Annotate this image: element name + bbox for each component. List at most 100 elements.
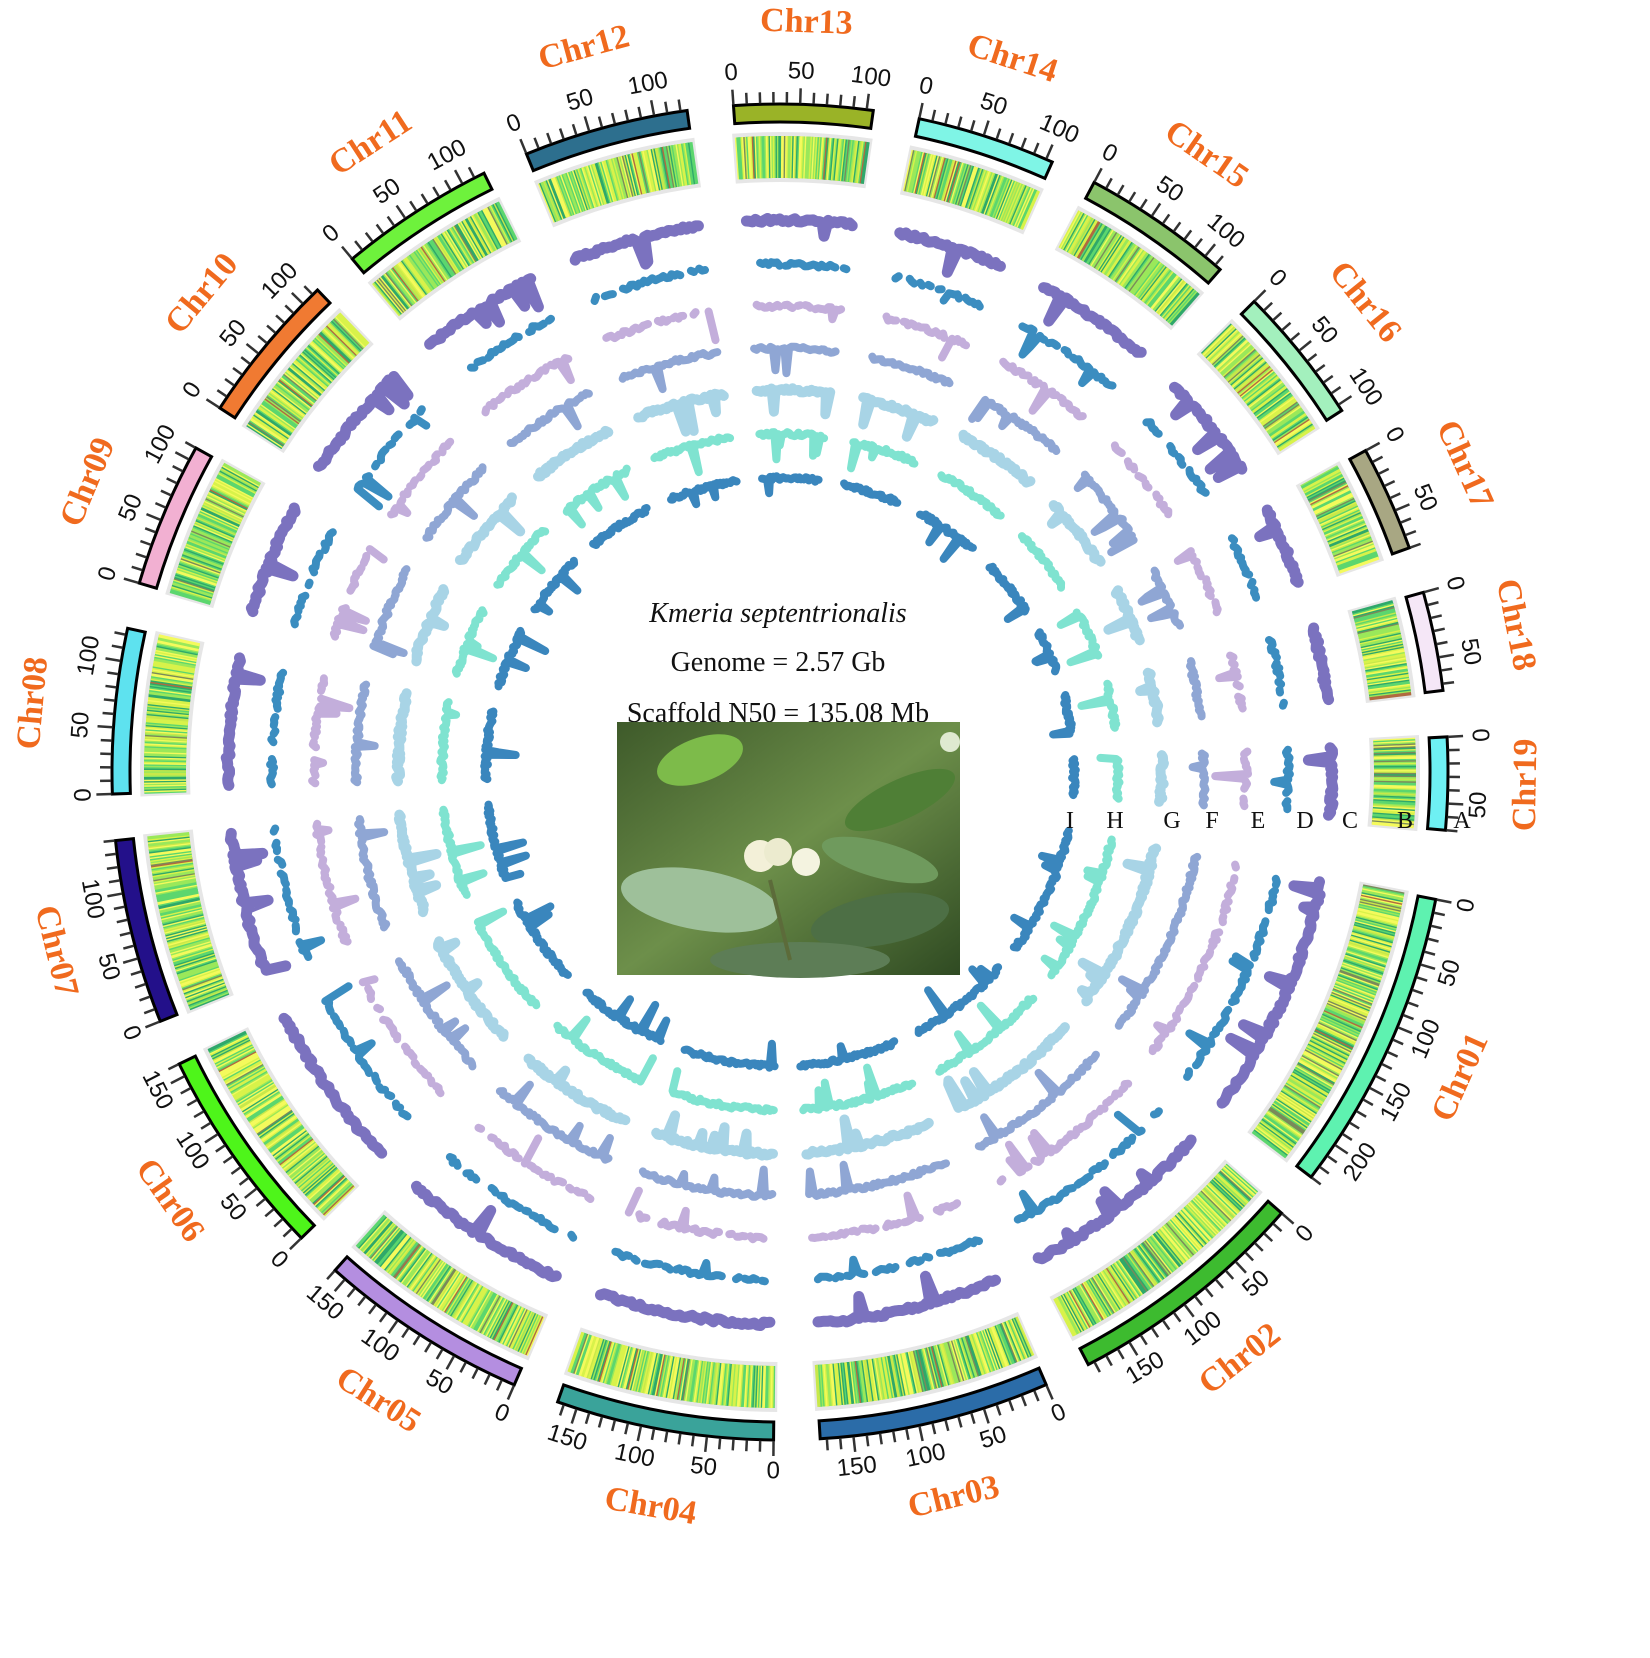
tick-mark bbox=[145, 512, 161, 521]
track-c-chr09 bbox=[245, 502, 301, 618]
tick-mark bbox=[1407, 1001, 1419, 1008]
track-h-chr19 bbox=[1096, 753, 1124, 803]
tick-label: 50 bbox=[368, 173, 405, 210]
chromosome-label: Chr18 bbox=[1489, 576, 1543, 674]
tick-mark bbox=[731, 1439, 735, 1451]
tick-mark bbox=[111, 644, 123, 649]
genome-size: Genome = 2.57 Gb bbox=[671, 647, 886, 678]
tick-mark bbox=[1448, 734, 1464, 739]
tick-mark bbox=[255, 1197, 266, 1207]
track-f-chr17 bbox=[1137, 566, 1184, 630]
tick-mark bbox=[222, 1155, 234, 1164]
tick-mark bbox=[1281, 1212, 1295, 1225]
track-e-chr12 bbox=[602, 307, 720, 345]
tick-label: 50 bbox=[113, 490, 148, 525]
track-i-chr02 bbox=[914, 963, 1003, 1037]
tick-mark bbox=[1424, 586, 1440, 594]
tick-mark bbox=[957, 116, 963, 128]
tick-label: 0 bbox=[317, 219, 345, 248]
tick-mark bbox=[135, 552, 147, 559]
tick-mark bbox=[1045, 1385, 1054, 1400]
tick-mark bbox=[970, 120, 976, 132]
ideogram-band bbox=[137, 445, 214, 591]
tick-mark bbox=[664, 101, 669, 113]
tick-mark bbox=[838, 1438, 843, 1450]
ideogram-band bbox=[817, 1366, 1049, 1441]
tick-mark bbox=[495, 1379, 503, 1391]
tick-label: 0 bbox=[766, 1457, 780, 1484]
track-e-chr18 bbox=[1215, 651, 1247, 713]
track-i-chr05 bbox=[582, 988, 671, 1045]
track-i-chr13 bbox=[758, 472, 823, 498]
tick-mark bbox=[812, 92, 816, 104]
track-c-chr10 bbox=[313, 371, 414, 472]
heatmap-bin bbox=[814, 1364, 821, 1407]
tick-mark bbox=[1093, 167, 1103, 183]
ideogram-band bbox=[524, 108, 692, 173]
tick-mark bbox=[1381, 1062, 1393, 1070]
track-i-chr16 bbox=[985, 562, 1030, 623]
track-i-chr06 bbox=[513, 898, 572, 979]
tick-mark bbox=[1105, 1355, 1113, 1367]
tick-mark bbox=[865, 93, 870, 109]
tick-mark bbox=[838, 94, 843, 106]
tick-label: 100 bbox=[1344, 363, 1389, 411]
tick-mark bbox=[865, 1435, 870, 1447]
tick-mark bbox=[1214, 1278, 1224, 1289]
tick-mark bbox=[1319, 1166, 1330, 1175]
heatmap-bin bbox=[1053, 1297, 1076, 1337]
track-h-chr07 bbox=[438, 805, 488, 899]
heatmap-bin bbox=[147, 832, 190, 840]
tick-label: 150 bbox=[1375, 1078, 1418, 1126]
track-g-chr10 bbox=[454, 492, 526, 565]
ideogram-band bbox=[913, 116, 1055, 181]
track-label-f: F bbox=[1205, 808, 1218, 834]
tick-mark bbox=[395, 204, 407, 219]
chromosome-label: Chr11 bbox=[322, 103, 418, 183]
tick-mark bbox=[1272, 311, 1283, 322]
tick-mark bbox=[1315, 363, 1326, 373]
tick-mark bbox=[205, 398, 220, 409]
tick-label: 50 bbox=[1151, 171, 1188, 208]
tick-mark bbox=[1448, 802, 1464, 806]
track-d-chr04 bbox=[611, 1247, 769, 1286]
tick-mark bbox=[167, 1063, 179, 1071]
tick-mark bbox=[435, 1348, 444, 1360]
tick-mark bbox=[1395, 503, 1410, 512]
tick-label: 0 bbox=[503, 108, 526, 138]
heatmap-bin bbox=[338, 312, 370, 345]
tick-mark bbox=[970, 1412, 976, 1424]
heatmap-bin bbox=[222, 462, 262, 486]
tick-mark bbox=[364, 231, 374, 243]
track-g-chr18 bbox=[1135, 667, 1164, 728]
chromosome-label: Chr09 bbox=[53, 432, 123, 532]
tick-label: 100 bbox=[1036, 109, 1083, 150]
tick-mark bbox=[1405, 529, 1417, 537]
ideogram-band bbox=[1239, 299, 1344, 423]
track-e-chr08 bbox=[308, 674, 354, 788]
tick-mark bbox=[624, 109, 630, 121]
tick-label: 50 bbox=[1455, 636, 1486, 667]
tick-mark bbox=[1194, 237, 1203, 249]
tick-mark bbox=[1375, 1074, 1387, 1083]
tick-mark bbox=[1204, 243, 1217, 257]
tick-mark bbox=[1116, 1348, 1125, 1360]
heatmap-bin bbox=[1169, 292, 1200, 326]
tick-mark bbox=[1433, 911, 1446, 917]
tick-mark bbox=[184, 441, 196, 449]
tick-mark bbox=[216, 389, 228, 398]
tick-mark bbox=[1254, 1242, 1264, 1252]
track-g-chr04 bbox=[651, 1110, 778, 1161]
track-e-chr06 bbox=[358, 975, 445, 1098]
tick-mark bbox=[1412, 988, 1424, 995]
tick-mark bbox=[1253, 289, 1267, 302]
chromosome-label: Chr19 bbox=[1506, 738, 1545, 831]
tick-mark bbox=[1172, 221, 1182, 232]
center-text: Kmeria septentrionalis Genome = 2.57 Gb … bbox=[627, 598, 929, 729]
tick-label: 50 bbox=[689, 1452, 718, 1482]
track-i-chr15 bbox=[916, 510, 977, 563]
tick-label: 200 bbox=[1338, 1138, 1383, 1186]
tick-label: 50 bbox=[787, 57, 815, 85]
ideogram-band bbox=[1404, 590, 1445, 695]
